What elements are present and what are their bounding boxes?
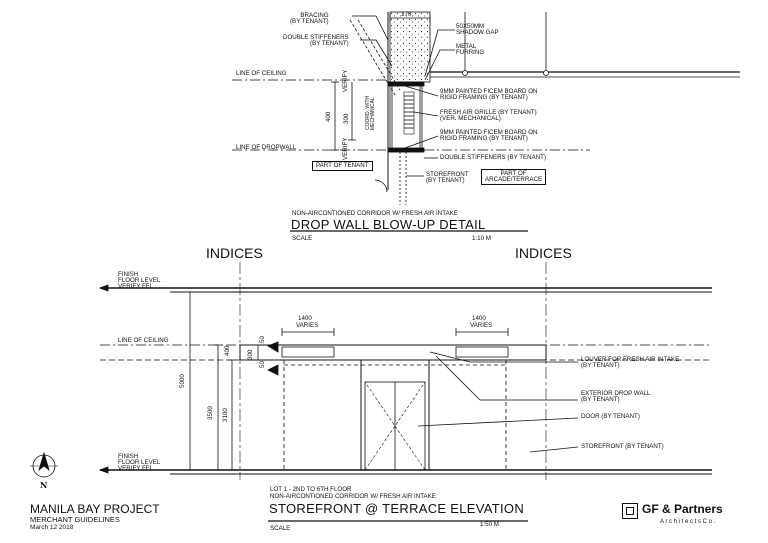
label-storefront-detail: STOREFRONT (BY TENANT)	[426, 171, 469, 185]
project-subtitle: MERCHANT GUIDELINES	[30, 515, 120, 524]
north-label: N	[40, 480, 48, 490]
detail-subtitle: NON-AIRCONTIONED CORRIDOR W/ FRESH AIR I…	[292, 210, 458, 217]
dim-3500: 3500	[207, 406, 214, 420]
label-double-stiffeners-top: DOUBLE STIFFENERS (BY TENANT)	[283, 34, 349, 48]
louver-right	[455, 346, 509, 358]
detail-scale-label: SCALE	[292, 235, 313, 242]
detail-title: DROP WALL BLOW-UP DETAIL	[291, 217, 486, 232]
label-verify-top: VERIFY	[342, 69, 349, 92]
dim-w2-varies: VARIES	[470, 322, 493, 329]
callout-door: DOOR (BY TENANT)	[581, 413, 640, 420]
label-fresh-air-grille: FRESH AIR GRILLE (BY TENANT) (VER. MECHA…	[440, 109, 537, 123]
callout-drop-wall: EXTERIOR DROP WALL (BY TENANT)	[581, 390, 651, 404]
label-double-stiffeners-bottom: DOUBLE STIFFENERS (BY TENANT)	[440, 154, 547, 161]
dim-detail-300: 300	[343, 113, 350, 124]
label-part-of-arcade: PART OF ARCADE/TERRACE	[481, 169, 547, 186]
label-metal-furring: METAL FURRING	[456, 43, 485, 57]
dim-50b: 50	[259, 361, 266, 368]
elevation-scale-value: 1:50 M	[480, 521, 499, 528]
dim-50a: 50	[259, 336, 266, 343]
dim-400: 400	[224, 345, 231, 356]
callout-louver: LOUVER FOR FRESH AIR INTAKE (BY TENANT)	[581, 356, 680, 370]
concrete-column	[389, 11, 431, 83]
dim-top-width: 170	[401, 11, 412, 18]
dim-3100: 3100	[222, 408, 229, 422]
detail-linework	[232, 11, 740, 232]
dim-5000: 5000	[179, 374, 186, 388]
label-verify-bottom: VERIFY	[342, 137, 349, 160]
dim-w1-varies: VARIES	[296, 322, 319, 329]
label-finish-floor-bottom: FINISH FLOOR LEVEL VERIFY FFL	[118, 453, 161, 473]
label-shadow-gap: 50X50MM SHADOW GAP	[456, 23, 499, 37]
louver-left	[281, 346, 335, 358]
dim-w2: 1400	[472, 315, 486, 322]
label-finish-floor-top: FINISH FLOOR LEVEL VERIFY FFL	[118, 271, 161, 291]
label-line-of-ceiling-elev: LINE OF CEILING	[118, 337, 169, 344]
callout-storefront: STOREFRONT (BY TENANT)	[581, 443, 664, 450]
elevation-subtitle-1: LOT 1 - 2ND TO 6TH FLOOR	[270, 486, 352, 493]
dim-300: 300	[247, 349, 254, 360]
firm-logo	[622, 503, 638, 519]
project-date: March 12 2018	[30, 524, 74, 531]
detail-scale-value: 1:10 M	[472, 235, 491, 242]
label-line-of-dropwall: LINE OF DROPWALL	[236, 144, 297, 151]
dim-w1: 1400	[298, 315, 312, 322]
indices-left: INDICES	[206, 245, 263, 261]
firm-sub: A r c h i t e c t s C o .	[660, 519, 716, 525]
elevation-linework	[30, 262, 712, 522]
label-coord-mech: COORD. WITH MECHANICAL	[365, 95, 376, 130]
label-line-of-ceiling-detail: LINE OF CEILING	[236, 70, 287, 77]
label-ficem-bottom: 9MM PAINTED FICEM BOARD ON RIGID FRAMING…	[440, 129, 538, 143]
dim-detail-400: 400	[325, 111, 332, 122]
elevation-scale-label: SCALE	[270, 525, 291, 532]
label-ficem-top: 9MM PAINTED FICEM BOARD ON RIGID FRAMING…	[440, 88, 538, 102]
elevation-subtitle-2: NON-AIRCONTIONED CORRIDOR W/ FRESH AIR I…	[270, 493, 436, 500]
label-part-of-tenant: PART OF TENANT	[312, 161, 373, 172]
elevation-title: STOREFRONT @ TERRACE ELEVATION	[269, 501, 525, 516]
firm-name: GF & Partners	[642, 502, 723, 516]
project-name: MANILA BAY PROJECT	[30, 502, 160, 516]
drop-wall-frame	[389, 81, 423, 153]
label-bracing: BRACING (BY TENANT)	[290, 12, 329, 26]
indices-right: INDICES	[515, 245, 572, 261]
